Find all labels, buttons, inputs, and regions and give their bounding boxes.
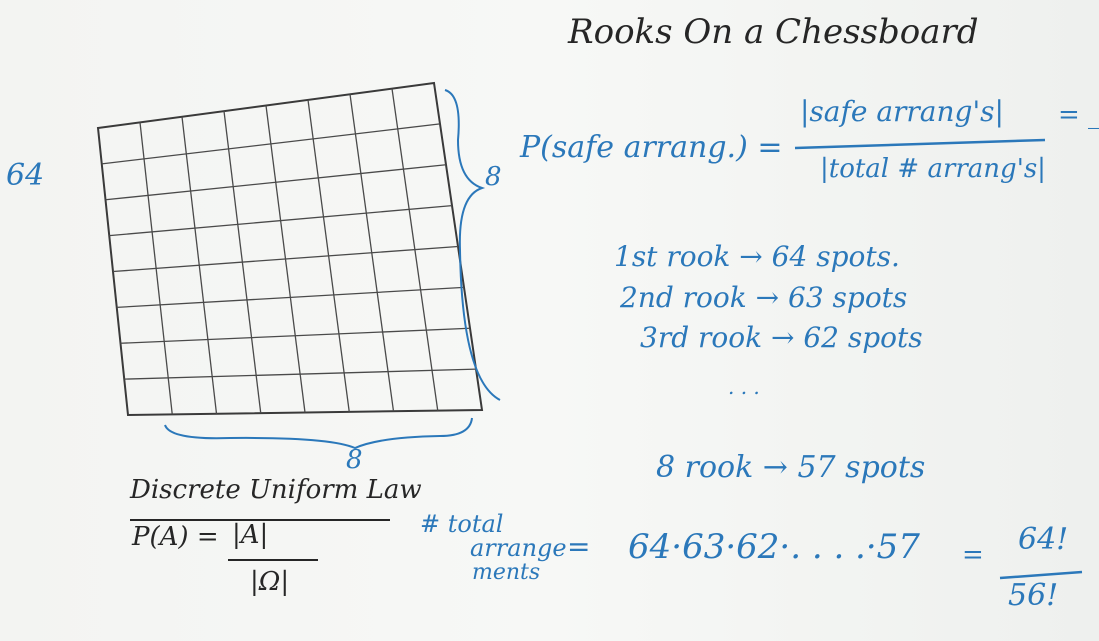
total-label-line3: ments (472, 560, 541, 585)
step-rook-3: 3rd rook → 62 spots (640, 321, 923, 354)
grid-row-line (101, 123, 441, 165)
result-equals: = (962, 540, 984, 570)
probability-lhs: P(safe arrang.) = (520, 130, 783, 165)
page-title: Rooks On a Chessboard (568, 12, 979, 52)
grid-row-line (112, 245, 459, 273)
board-width-label: 8 (346, 445, 363, 475)
total-equals: = (567, 530, 591, 563)
result-fraction-bar (999, 570, 1083, 580)
result-numerator: 64! (1018, 522, 1069, 557)
step-rook-2: 2nd rook → 63 spots (620, 281, 908, 314)
grid-row-line (109, 204, 453, 237)
probability-denominator: |total # arrang's| (820, 154, 1046, 184)
step-rook-8: 8 rook → 57 spots (656, 450, 926, 485)
total-label-line1: # total (420, 510, 504, 538)
law-denominator: |Ω| (250, 567, 290, 597)
step-rook-1: 1st rook → 64 spots. (614, 240, 900, 273)
chessboard-outline (96, 81, 484, 417)
grid-row-line (120, 327, 471, 344)
prob-fraction-bar (794, 138, 1046, 150)
law-title: Discrete Uniform Law (130, 475, 422, 505)
law-numerator: |A| (232, 520, 269, 550)
total-label-line2: arrange (470, 534, 567, 562)
vertical-ellipsis: . . . (728, 375, 760, 399)
total-product: 64·63·62·. . . .·57 (628, 527, 920, 567)
grid-row-line (105, 164, 447, 201)
side-brace (444, 89, 501, 401)
grid-row-line (124, 368, 477, 380)
grid-row-line (116, 286, 465, 309)
probability-trailing: = _ (1058, 100, 1099, 130)
board-height-label: 8 (485, 162, 502, 192)
bottom-brace (164, 417, 473, 450)
result-denominator: 56! (1008, 578, 1059, 613)
law-lhs: P(A) = (132, 522, 219, 552)
probability-numerator: |safe arrang's| (800, 95, 1004, 128)
board-area-label: 64 (6, 158, 45, 193)
chessboard-grid (101, 88, 477, 415)
